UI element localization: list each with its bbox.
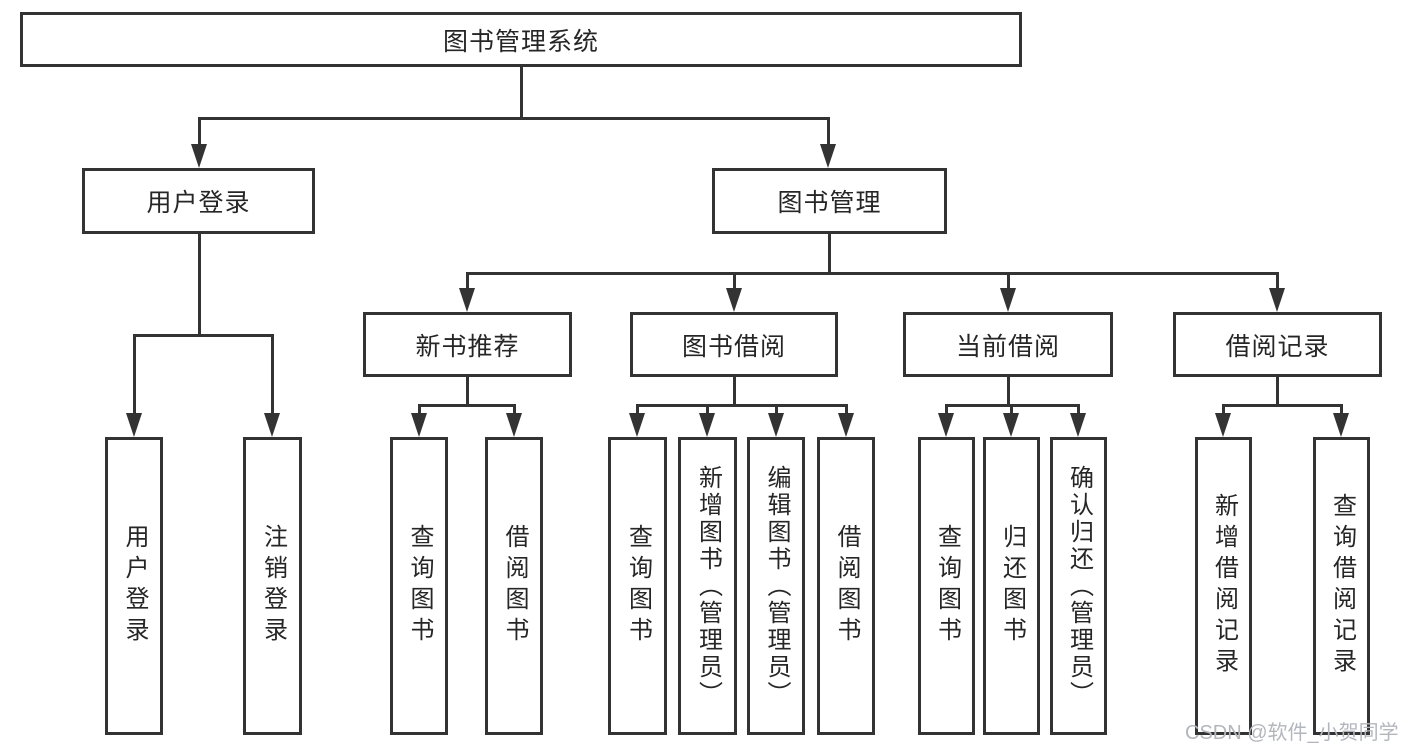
connector-line: [733, 376, 736, 406]
connector-line: [827, 117, 830, 149]
connector-line: [418, 404, 421, 418]
connector-line: [133, 334, 136, 417]
node-user-login: 用户登录: [82, 168, 315, 234]
leaf-label: 借阅图书: [833, 524, 860, 648]
leaf-label: 查询图书: [624, 524, 652, 648]
csdn-watermark: CSDN @软件_小贺同学: [1185, 722, 1399, 744]
connector-line: [198, 117, 201, 149]
connector-line: [271, 334, 274, 417]
arrowhead-icon: [629, 413, 645, 437]
connector-line: [513, 404, 516, 418]
leaf-edit-book-admin: 编辑图书（管理员）: [747, 437, 805, 735]
connector-line: [1276, 272, 1279, 292]
leaf-label: 查询图书: [933, 524, 961, 648]
node-label: 新书推荐: [415, 332, 520, 361]
connector-line: [133, 334, 274, 337]
leaf-logout-action: 注销登录: [243, 437, 302, 735]
node-new-book-recommend: 新书推荐: [363, 312, 572, 377]
connector-line: [1010, 404, 1013, 418]
arrowhead-icon: [264, 413, 280, 437]
connector-line: [418, 404, 516, 407]
node-label: 图书管理: [777, 189, 882, 217]
connector-line: [706, 404, 709, 418]
connector-line: [198, 117, 830, 120]
node-book-management: 图书管理: [712, 168, 947, 234]
connector-line: [1340, 404, 1343, 418]
connector-line: [828, 232, 831, 274]
connector-line: [466, 272, 469, 292]
connector-line: [636, 404, 639, 418]
leaf-query-book-current: 查询图书: [918, 437, 975, 735]
leaf-label: 新增借阅记录: [1210, 493, 1238, 679]
leaf-label: 归还图书: [998, 524, 1026, 648]
arrowhead-icon: [1003, 413, 1019, 437]
connector-line: [845, 404, 848, 418]
connector-line: [1222, 404, 1225, 418]
node-library-management-system: 图书管理系统: [20, 12, 1022, 67]
leaf-query-borrow-record: 查询借阅记录: [1313, 437, 1370, 735]
leaf-query-book-borrow: 查询图书: [608, 437, 667, 735]
leaf-add-borrow-record: 新增借阅记录: [1195, 437, 1252, 735]
node-label: 借阅记录: [1225, 332, 1330, 361]
node-book-borrow: 图书借阅: [630, 312, 838, 377]
leaf-label: 借阅图书: [501, 524, 528, 648]
leaf-return-book: 归还图书: [983, 437, 1040, 735]
connector-line: [733, 272, 736, 292]
connector-line: [636, 404, 848, 407]
node-current-borrow: 当前借阅: [903, 312, 1113, 377]
node-label: 用户登录: [146, 189, 251, 217]
connector-line: [1077, 404, 1080, 418]
leaf-confirm-return-admin: 确认归还（管理员）: [1050, 437, 1107, 735]
arrowhead-icon: [838, 413, 854, 437]
leaf-label: 确认归还（管理员）: [1065, 464, 1093, 708]
leaf-label: 新增图书（管理员）: [694, 464, 722, 708]
leaf-label: 查询借阅记录: [1328, 493, 1356, 679]
leaf-label: 查询图书: [406, 524, 433, 648]
leaf-user-login-action: 用户登录: [105, 437, 163, 735]
connector-line: [1276, 376, 1279, 406]
leaf-borrow-book-recommend: 借阅图书: [485, 437, 543, 735]
arrowhead-icon: [459, 288, 475, 312]
arrowhead-icon: [411, 413, 427, 437]
connector-line: [466, 376, 469, 406]
leaf-add-book-admin: 新增图书（管理员）: [678, 437, 737, 735]
arrowhead-icon: [191, 144, 207, 168]
arrowhead-icon: [726, 288, 742, 312]
arrowhead-icon: [1070, 413, 1086, 437]
connector-line: [466, 272, 1279, 275]
arrowhead-icon: [1215, 413, 1231, 437]
leaf-label: 用户登录: [121, 524, 148, 648]
arrowhead-icon: [820, 144, 836, 168]
connector-line: [1007, 376, 1010, 406]
arrowhead-icon: [1333, 413, 1349, 437]
connector-line: [1007, 272, 1010, 292]
connector-line: [945, 404, 948, 418]
leaf-label: 注销登录: [259, 524, 287, 648]
arrowhead-icon: [699, 413, 715, 437]
arrowhead-icon: [506, 413, 522, 437]
connector-line: [520, 66, 523, 119]
node-label: 图书管理系统: [442, 27, 599, 56]
connector-line: [1222, 404, 1343, 407]
arrowhead-icon: [768, 413, 784, 437]
leaf-borrow-book-borrow: 借阅图书: [817, 437, 875, 735]
node-label: 图书借阅: [681, 332, 786, 361]
arrowhead-icon: [1000, 288, 1016, 312]
leaf-query-book-recommend: 查询图书: [390, 437, 448, 735]
arrowhead-icon: [938, 413, 954, 437]
arrowhead-icon: [126, 413, 142, 437]
connector-line: [775, 404, 778, 418]
connector-line: [198, 232, 201, 336]
leaf-label: 编辑图书（管理员）: [763, 464, 790, 708]
node-label: 当前借阅: [955, 332, 1060, 361]
node-borrow-record: 借阅记录: [1173, 312, 1382, 377]
arrowhead-icon: [1269, 288, 1285, 312]
